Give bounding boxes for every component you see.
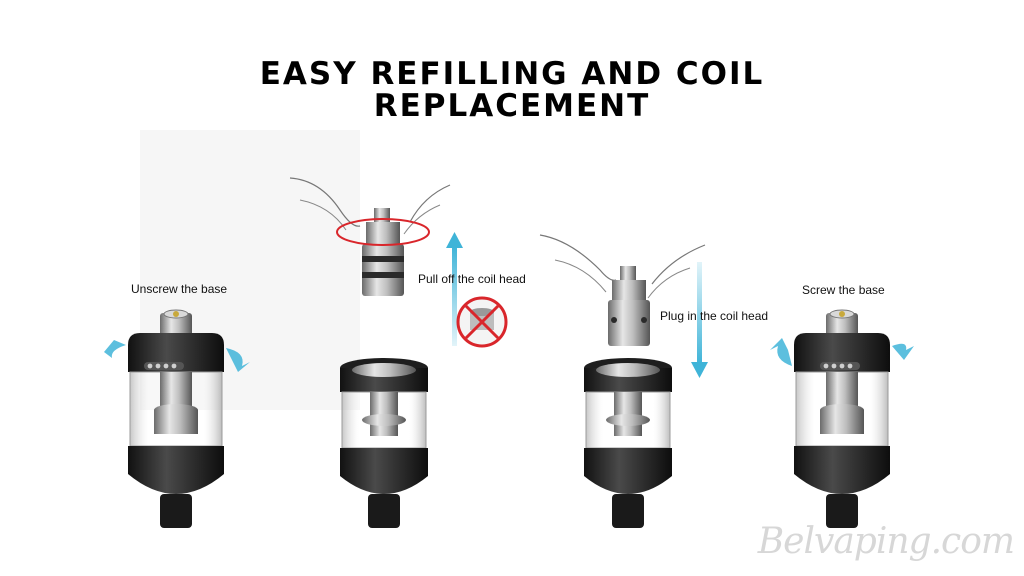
title-line-1: EASY REFILLING AND COIL <box>259 56 765 92</box>
rotate-arrows-icon <box>104 340 250 372</box>
page-title: EASY REFILLING AND COIL REPLACEMENT <box>0 58 1024 122</box>
step-label-screw: Screw the base <box>802 283 885 297</box>
step-label-unscrew: Unscrew the base <box>131 282 228 296</box>
tank-coil-removed <box>340 358 428 528</box>
rotate-arrows-icon-2 <box>770 338 914 366</box>
coil-head-pulled <box>289 177 451 296</box>
up-arrow-icon <box>446 232 463 346</box>
step-label-plug: Plug in the coil head <box>660 309 769 323</box>
step-label-pull: Pull off the coil head <box>418 272 526 286</box>
no-pull-base-icon <box>456 296 508 348</box>
coil-head-plug <box>539 234 706 346</box>
down-arrow-icon <box>691 262 708 378</box>
watermark: Belvaping.com <box>757 521 1015 562</box>
tank-screw <box>794 309 890 528</box>
title-line-2: REPLACEMENT <box>373 88 651 124</box>
tank-unscrew <box>128 309 224 528</box>
tank-coil-plug <box>584 358 672 528</box>
